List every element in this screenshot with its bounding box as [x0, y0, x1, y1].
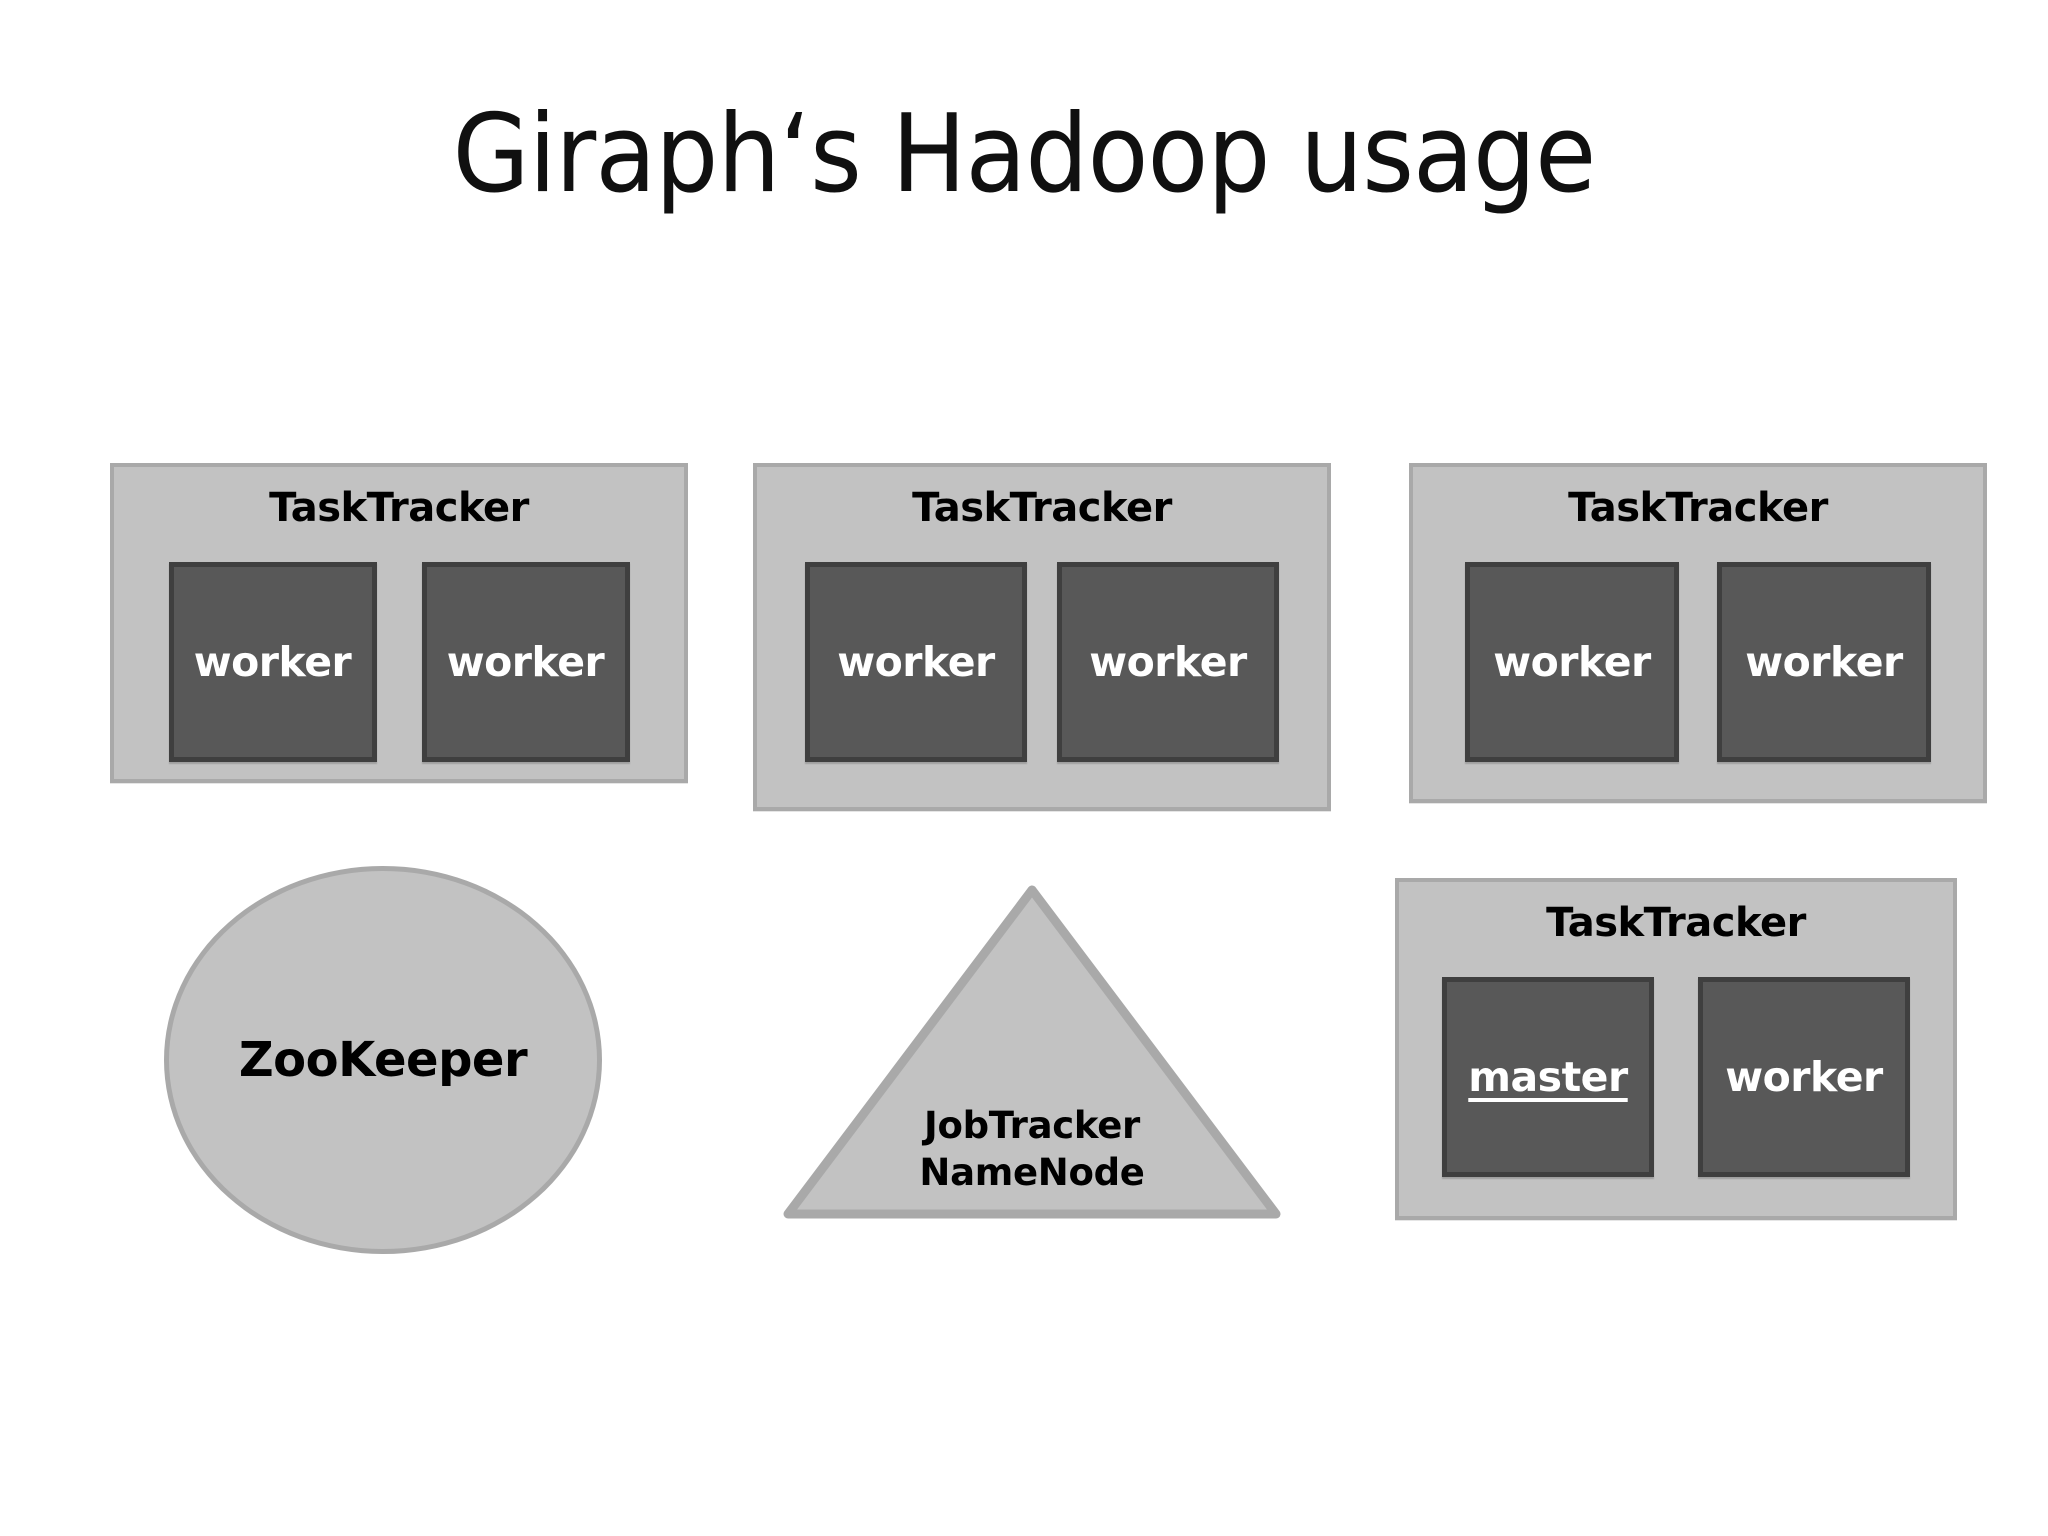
worker-slot[interactable]: worker: [1698, 977, 1910, 1177]
zookeeper-label: ZooKeeper: [238, 1032, 528, 1088]
tasktracker-label: TaskTracker: [912, 485, 1172, 531]
worker-slot-label: worker: [1089, 638, 1247, 686]
worker-slot-label: worker: [837, 638, 995, 686]
tasktracker-box-1[interactable]: TaskTracker worker worker: [110, 463, 688, 783]
tasktracker-label: TaskTracker: [269, 485, 529, 531]
master-slot-label: master: [1468, 1053, 1628, 1101]
tasktracker-label: TaskTracker: [1546, 900, 1806, 946]
tasktracker-box-4[interactable]: TaskTracker master worker: [1395, 878, 1957, 1220]
worker-slot[interactable]: worker: [421, 562, 630, 762]
worker-slot[interactable]: worker: [805, 562, 1027, 762]
worker-slot[interactable]: worker: [1717, 562, 1931, 762]
tasktracker-box-2[interactable]: TaskTracker worker worker: [753, 463, 1331, 811]
page-title: Giraph‘s Hadoop usage: [452, 92, 1597, 217]
zookeeper-node[interactable]: ZooKeeper: [164, 866, 602, 1254]
jobtracker-label: JobTracker: [924, 1104, 1140, 1147]
worker-slot[interactable]: worker: [1057, 562, 1279, 762]
namenode-label: NameNode: [919, 1151, 1145, 1195]
tasktracker-label: TaskTracker: [1568, 485, 1828, 531]
tasktracker-box-3[interactable]: TaskTracker worker worker: [1409, 463, 1987, 803]
worker-slot[interactable]: worker: [168, 562, 377, 762]
worker-slot-label: worker: [446, 638, 605, 686]
worker-slot[interactable]: worker: [1465, 562, 1679, 762]
triangle-shape: [783, 885, 1281, 1219]
master-slot[interactable]: master: [1442, 977, 1654, 1177]
worker-slot-label: worker: [1745, 638, 1903, 686]
worker-slot-label: worker: [1725, 1053, 1883, 1101]
jobtracker-namenode-node[interactable]: JobTracker NameNode: [782, 884, 1282, 1220]
worker-slot-label: worker: [1493, 638, 1651, 686]
worker-slot-label: worker: [193, 638, 352, 686]
